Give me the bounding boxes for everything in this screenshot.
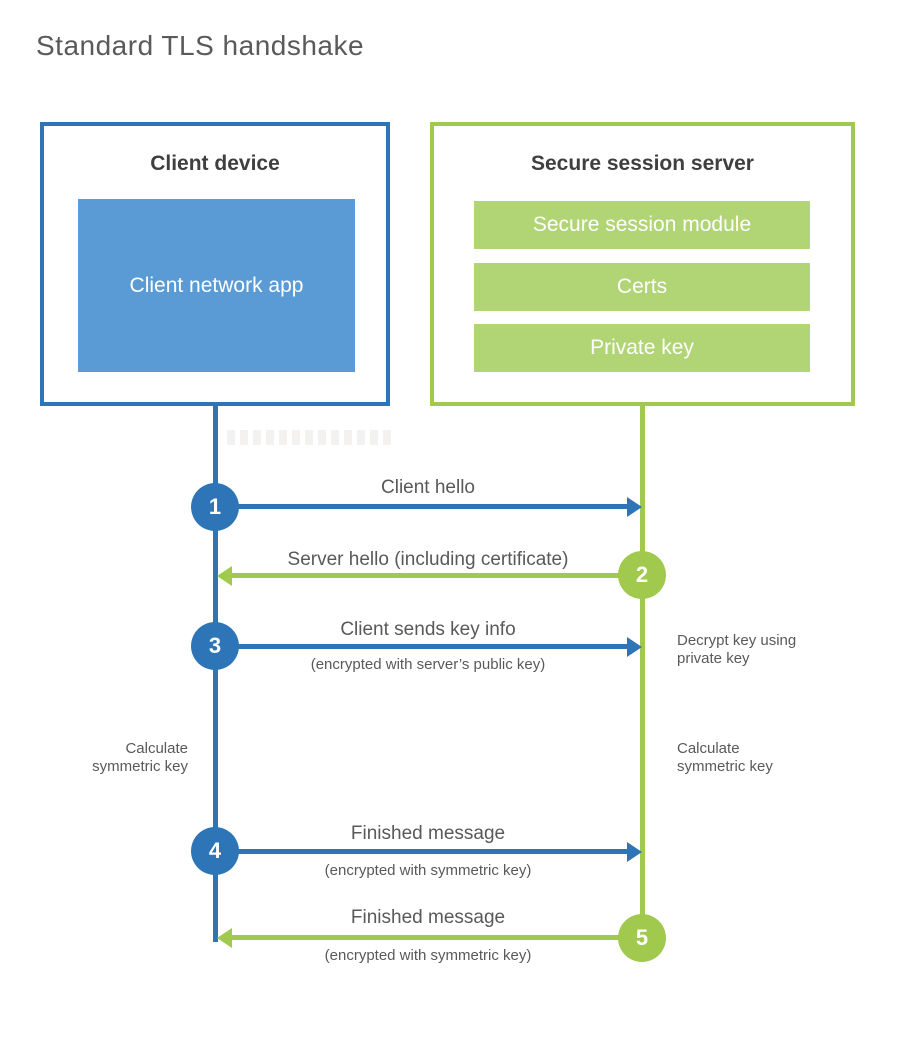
server-module-certs: Certs (474, 263, 810, 311)
server-module-secure-session-label: Secure session module (532, 213, 752, 236)
step-1-number: 1 (208, 494, 222, 519)
step-2-label: Server hello (including certificate) (287, 549, 569, 570)
step-5-badge: 5 (618, 914, 666, 962)
server-module-certs-label: Certs (616, 275, 668, 298)
step-5-label: Finished message (350, 907, 506, 928)
step-3-arrow-line (235, 644, 627, 649)
step-3-number: 3 (208, 633, 222, 658)
step-2-badge: 2 (618, 551, 666, 599)
client-calculate-note: Calculate symmetric key (92, 740, 188, 775)
step-4-arrow-line (235, 849, 627, 854)
step-4-arrowhead-right-icon (627, 842, 642, 862)
step-4-sublabel: (encrypted with symmetric key) (324, 862, 532, 879)
client-network-app-label: Client network app (129, 273, 304, 297)
step-1-arrowhead-right-icon (627, 497, 642, 517)
server-module-secure-session: Secure session module (474, 201, 810, 249)
server-lifeline (640, 405, 645, 938)
server-calculate-note: Calculate symmetric key (677, 740, 773, 775)
page-title: Standard TLS handshake (36, 30, 365, 61)
step-2-number: 2 (635, 562, 649, 587)
step-2-arrowhead-left-icon (217, 566, 232, 586)
step-5-arrow-line (232, 935, 620, 940)
faded-artifact (227, 430, 393, 445)
step-4-label: Finished message (350, 823, 506, 844)
step-4-number: 4 (208, 838, 222, 863)
client-device-heading: Client device (150, 152, 280, 175)
server-module-private-key: Private key (474, 324, 810, 372)
step-1-badge: 1 (191, 483, 239, 531)
step-2-arrow-line (232, 573, 620, 578)
step-5-sublabel: (encrypted with symmetric key) (324, 947, 532, 964)
step-3-sublabel: (encrypted with server’s public key) (310, 656, 546, 673)
step-1-label: Client hello (381, 477, 475, 498)
step-3-badge: 3 (191, 622, 239, 670)
step-5-arrowhead-left-icon (217, 928, 232, 948)
step-3-label: Client sends key info (340, 619, 516, 640)
step-4-badge: 4 (191, 827, 239, 875)
client-lifeline (213, 405, 218, 942)
step-3-arrowhead-right-icon (627, 637, 642, 657)
decrypt-key-note: Decrypt key using private key (677, 632, 797, 667)
server-module-private-key-label: Private key (590, 336, 694, 359)
step-5-number: 5 (635, 925, 649, 950)
step-1-arrow-line (235, 504, 627, 509)
secure-session-server-heading: Secure session server (531, 152, 754, 175)
client-network-app-module: Client network app (78, 199, 355, 372)
